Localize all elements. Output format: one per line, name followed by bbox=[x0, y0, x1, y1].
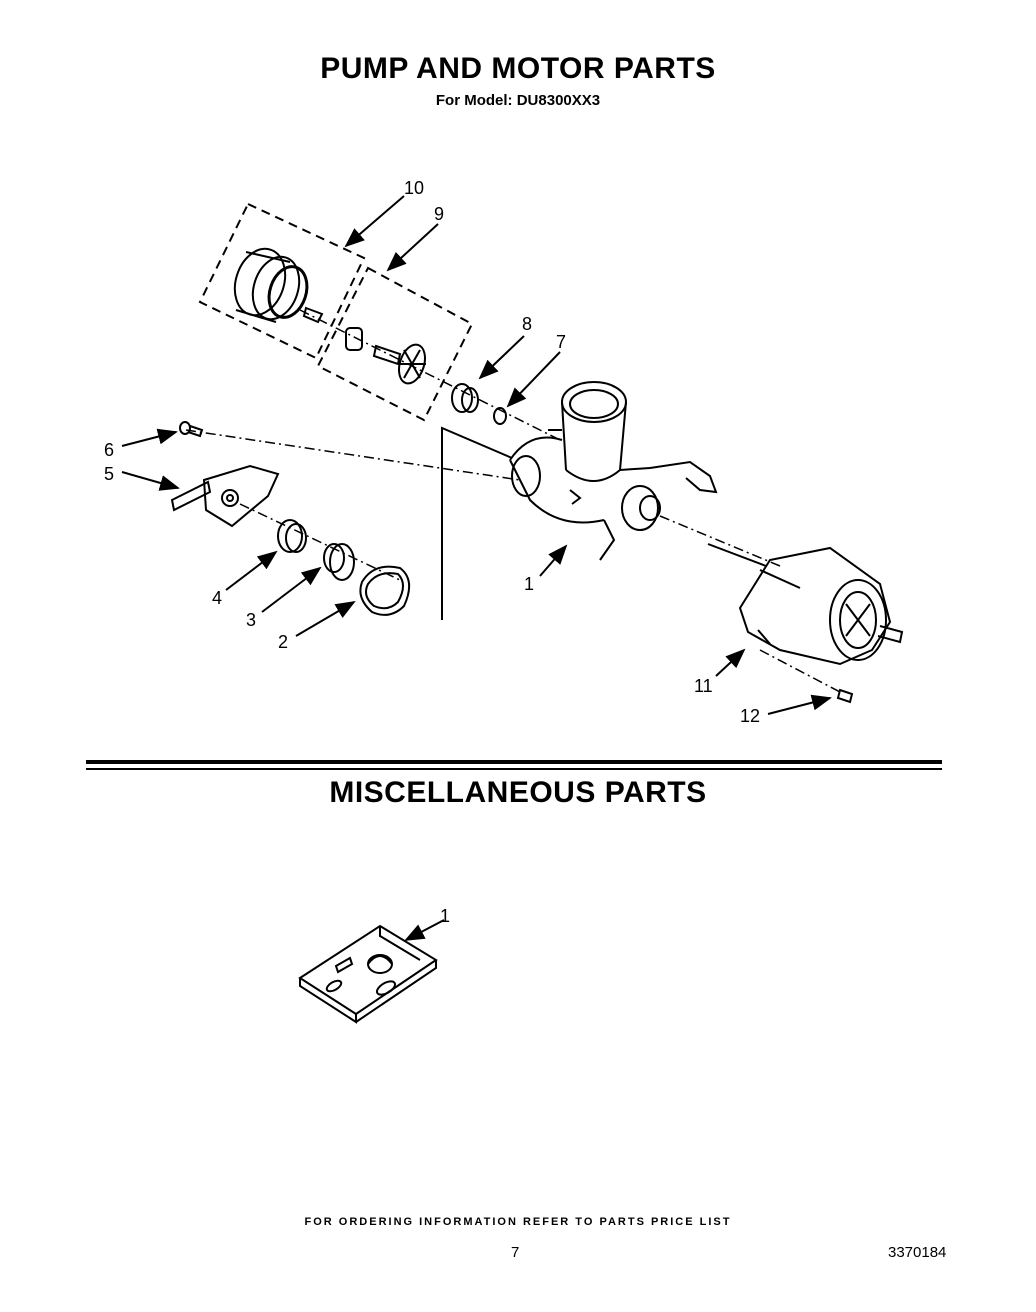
part-5-cover bbox=[170, 464, 280, 528]
part-9-group-box bbox=[316, 266, 474, 422]
callout-7: 7 bbox=[556, 332, 566, 352]
model-subtitle: For Model: DU8300XX3 bbox=[435, 92, 601, 109]
callout-8: 8 bbox=[522, 314, 532, 334]
part-10-group-box bbox=[198, 202, 366, 360]
page-number: 7 bbox=[511, 1244, 520, 1261]
leader-9 bbox=[386, 223, 439, 272]
leader-10 bbox=[344, 195, 405, 248]
callout-2: 2 bbox=[278, 632, 288, 652]
document-number: 3370184 bbox=[888, 1244, 947, 1261]
leader-11 bbox=[715, 648, 746, 677]
misc-callout-1: 1 bbox=[440, 906, 450, 926]
callout-11: 11 bbox=[694, 676, 713, 696]
part-3-diaphragm bbox=[323, 543, 355, 581]
assembly-axis-upper bbox=[299, 309, 561, 441]
page-title: PUMP AND MOTOR PARTS bbox=[320, 52, 716, 85]
leader-8 bbox=[478, 335, 525, 380]
leader-3 bbox=[261, 566, 322, 613]
leader-4 bbox=[225, 550, 278, 591]
section-divider-thin bbox=[86, 768, 942, 770]
part-6-screw bbox=[179, 421, 204, 438]
callout-12: 12 bbox=[740, 706, 760, 726]
misc-leader-1 bbox=[404, 919, 445, 941]
leader-7 bbox=[506, 351, 561, 408]
part-2-gasket bbox=[359, 565, 411, 616]
part-4-ring bbox=[277, 519, 307, 553]
assembly-axis-screw12 bbox=[759, 649, 841, 693]
leader-1 bbox=[539, 544, 568, 577]
part-11-motor bbox=[707, 543, 904, 666]
part-7-washer bbox=[493, 407, 507, 425]
leader-5 bbox=[121, 471, 180, 491]
part-10-housing bbox=[233, 247, 324, 324]
leader-12 bbox=[767, 694, 832, 715]
misc-part-1-bracket bbox=[298, 924, 438, 1024]
part-9-impeller bbox=[345, 327, 426, 385]
assembly-axis-lower bbox=[185, 429, 521, 481]
callout-10: 10 bbox=[404, 178, 424, 198]
part-8-seal bbox=[451, 383, 479, 413]
callout-9: 9 bbox=[434, 204, 444, 224]
callout-5: 5 bbox=[104, 464, 114, 484]
callout-6: 6 bbox=[104, 440, 114, 460]
leader-2 bbox=[295, 600, 356, 637]
leader-6 bbox=[121, 428, 178, 447]
part-1-pump-body bbox=[509, 381, 718, 561]
callout-1: 1 bbox=[524, 574, 534, 594]
assembly-axis-motor bbox=[659, 515, 781, 567]
assembly-bracket-line bbox=[441, 426, 513, 620]
section-divider-thick bbox=[86, 760, 942, 764]
ordering-note: FOR ORDERING INFORMATION REFER TO PARTS … bbox=[304, 1216, 732, 1228]
part-12-screw bbox=[836, 688, 854, 704]
callout-3: 3 bbox=[246, 610, 256, 630]
misc-section-title: MISCELLANEOUS PARTS bbox=[329, 776, 707, 809]
assembly-axis-front bbox=[239, 503, 401, 581]
callout-4: 4 bbox=[212, 588, 222, 608]
